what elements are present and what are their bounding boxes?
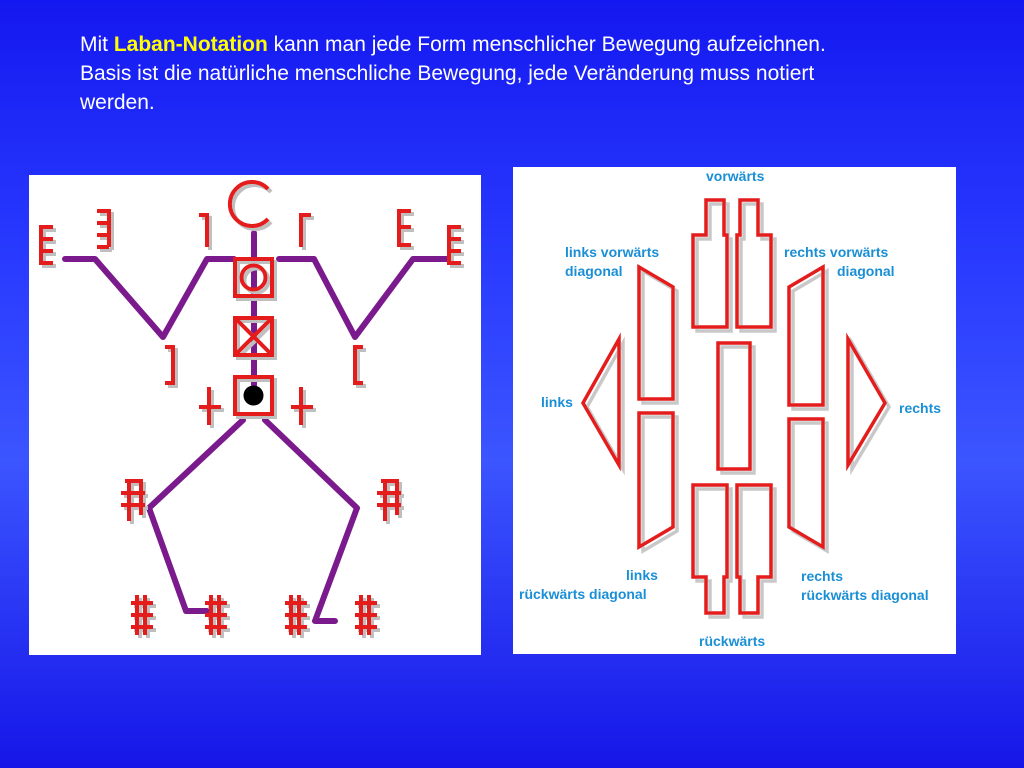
- label-left: links: [541, 394, 573, 410]
- stick-limbs: [62, 230, 452, 624]
- direction-symbols-panel: vorwärts links vorwärts diagonal rechts …: [513, 167, 956, 654]
- right-symbol: [846, 332, 888, 472]
- laban-symbols: [39, 180, 461, 635]
- intro-rest: kann man jede Form menschlicher Bewegung…: [80, 33, 826, 114]
- pelvis-box: [233, 316, 274, 357]
- label-left-forward-line2: diagonal: [565, 263, 623, 279]
- right-forward-diagonal-symbol: [787, 263, 825, 407]
- label-right-forward-line2: diagonal: [837, 263, 895, 279]
- left-forward-diagonal-symbol: [637, 263, 675, 401]
- backward-right-symbol: [735, 483, 773, 615]
- label-right-back-line2: rückwärts diagonal: [801, 587, 929, 603]
- forward-left-symbol: [691, 198, 729, 329]
- laban-figure-panel: [29, 175, 481, 655]
- label-left-forward-line1: links vorwärts: [565, 244, 660, 260]
- right-back-diagonal-symbol: [787, 417, 825, 551]
- laban-figure-diagram: [39, 180, 461, 635]
- label-right-back-line1: rechts: [801, 568, 844, 584]
- label-right: rechts: [899, 400, 942, 416]
- label-forward: vorwärts: [706, 168, 765, 184]
- label-backward: rückwärts: [699, 633, 766, 649]
- place-symbol: [716, 341, 752, 471]
- direction-symbols-diagram: [580, 198, 888, 615]
- hip-box: [233, 375, 274, 416]
- intro-highlight: Laban-Notation: [113, 33, 268, 56]
- chest-box: [233, 257, 274, 298]
- label-left-back-line2: rückwärts diagonal: [519, 586, 647, 602]
- backward-left-symbol: [691, 483, 729, 615]
- left-symbol: [580, 332, 621, 472]
- intro-prefix: Mit: [80, 33, 114, 56]
- label-right-forward-line1: rechts vorwärts: [784, 244, 889, 260]
- label-left-back-line1: links: [626, 567, 658, 583]
- head-symbol: [227, 180, 270, 228]
- hip-dot: [243, 385, 264, 406]
- forward-right-symbol: [735, 198, 773, 329]
- intro-text: Mit Laban-Notation kann man jede Form me…: [80, 30, 880, 117]
- left-back-diagonal-symbol: [637, 411, 675, 551]
